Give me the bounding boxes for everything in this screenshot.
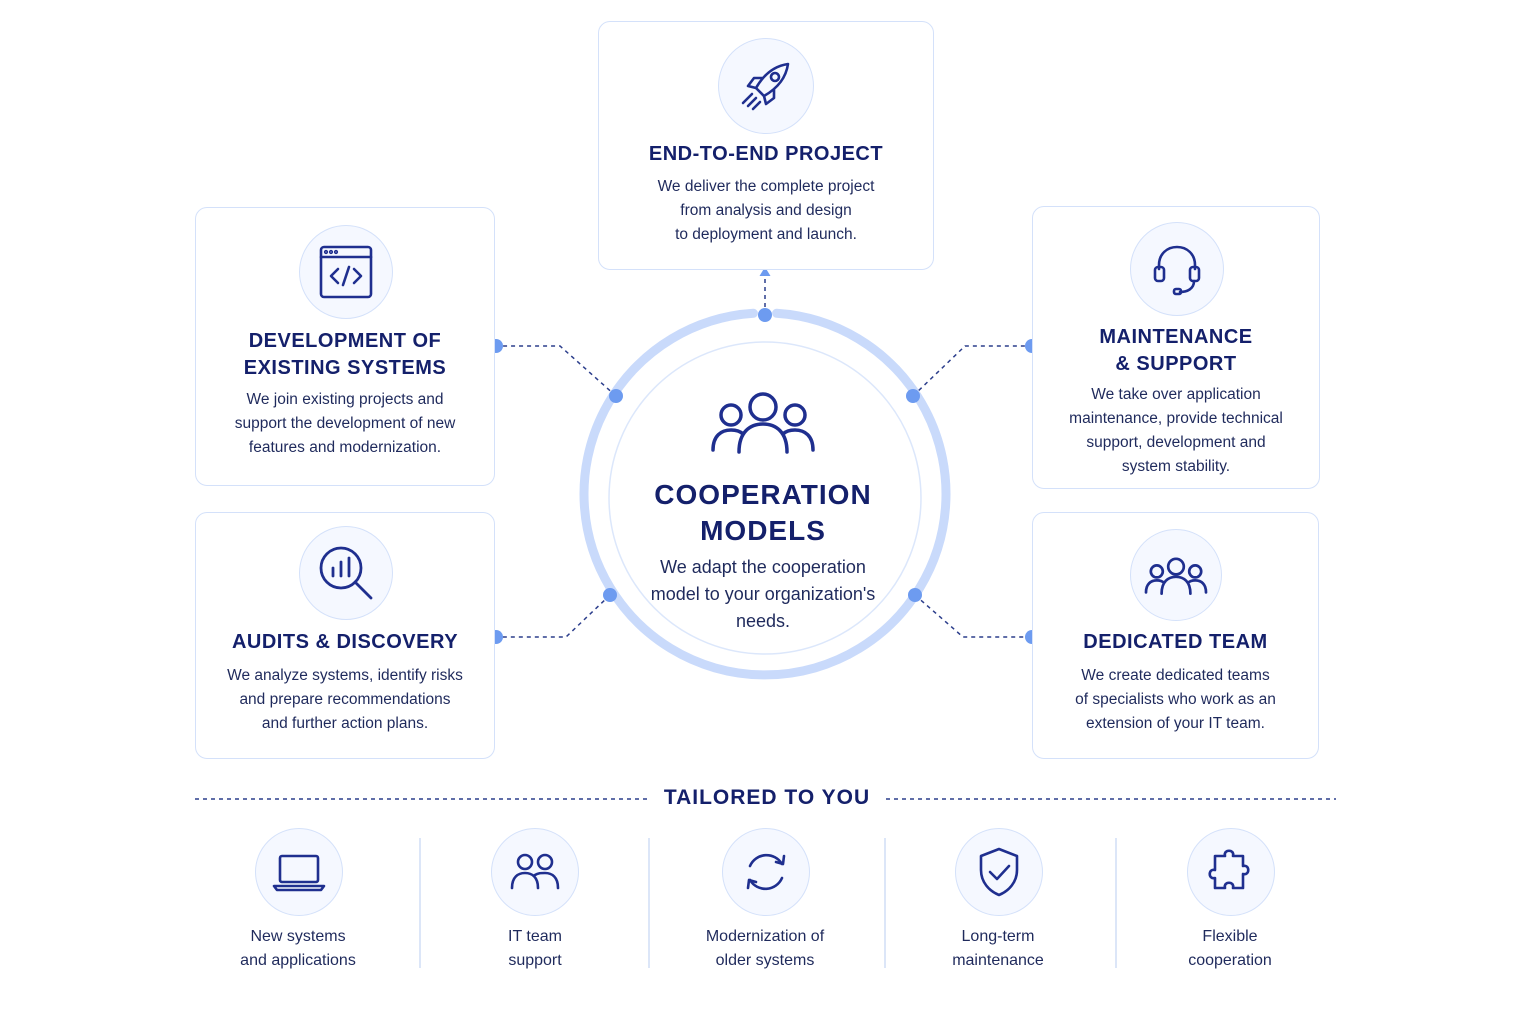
connector-dot: [758, 308, 772, 322]
center-title: COOPERATION MODELS: [654, 479, 872, 546]
card-maintenance: MAINTENANCE & SUPPORT We take over appli…: [1032, 206, 1320, 489]
feature-label: Long-term maintenance: [952, 928, 1044, 969]
connector-dot: [603, 588, 617, 602]
rocket-icon: [741, 62, 790, 111]
connector-development: [496, 345, 617, 397]
card-description: We join existing projects and support th…: [234, 391, 456, 456]
divider: [419, 838, 421, 968]
connector-dot: [609, 389, 623, 403]
arrow-head: [759, 267, 771, 276]
two-people-icon: [510, 853, 560, 890]
headset-icon: [1153, 245, 1201, 296]
card-title: DEDICATED TEAM: [1083, 631, 1268, 653]
team-icon: [711, 392, 815, 454]
connector-dedicated: [914, 594, 1032, 638]
card-title: MAINTENANCE & SUPPORT: [1099, 326, 1253, 375]
magnifier-chart-icon: [319, 546, 373, 600]
card-description: We take over application maintenance, pr…: [1069, 386, 1283, 475]
center-description: We adapt the cooperation model to your o…: [650, 557, 876, 631]
card-description: We analyze systems, identify risks and p…: [227, 667, 463, 732]
card-title: AUDITS & DISCOVERY: [231, 631, 459, 653]
feature-label: Flexible cooperation: [1188, 928, 1272, 969]
tailored-title: TAILORED TO YOU: [663, 786, 871, 809]
divider: [1115, 838, 1117, 968]
card-title: DEVELOPMENT OF EXISTING SYSTEMS: [243, 330, 447, 379]
outer-ring: [579, 308, 951, 680]
connector-maintenance: [912, 345, 1032, 397]
team-icon: [1144, 557, 1208, 595]
card-title: END-TO-END PROJECT: [648, 143, 884, 165]
card-audits: AUDITS & DISCOVERY We analyze systems, i…: [195, 512, 495, 759]
feature-label: IT team support: [508, 928, 562, 969]
inner-ring: [608, 341, 922, 655]
card-dedicated: DEDICATED TEAM We create dedicated teams…: [1032, 512, 1319, 759]
connector-audits: [496, 594, 611, 638]
connector-dot: [908, 588, 922, 602]
shield-check-icon: [979, 847, 1019, 897]
card-end-to-end: END-TO-END PROJECT We deliver the comple…: [598, 21, 934, 270]
code-window-icon: [319, 245, 373, 299]
divider: [884, 838, 886, 968]
card-development: DEVELOPMENT OF EXISTING SYSTEMS We join …: [195, 207, 495, 486]
card-description: We create dedicated teams of specialists…: [1075, 667, 1276, 732]
divider: [648, 838, 650, 968]
card-description: We deliver the complete project from ana…: [657, 178, 875, 243]
connector-dot: [906, 389, 920, 403]
refresh-icon: [746, 853, 786, 891]
feature-label: Modernization of older systems: [705, 928, 825, 969]
feature-label: New systems and applications: [240, 928, 356, 969]
laptop-icon: [272, 854, 326, 892]
puzzle-icon: [1208, 849, 1250, 890]
